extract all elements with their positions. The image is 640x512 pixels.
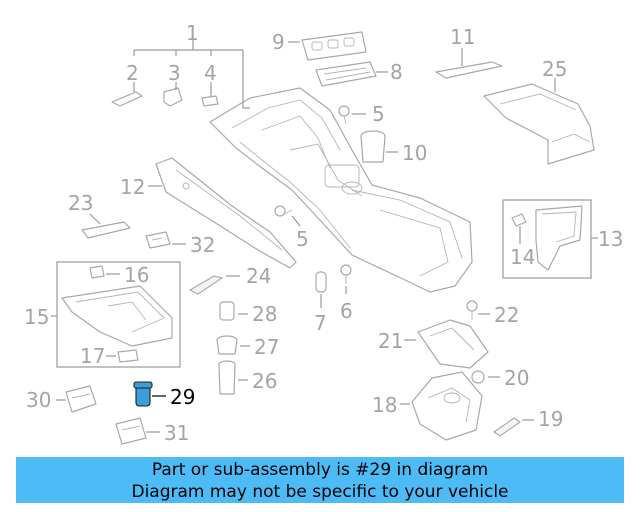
part-10-cup-holder-insert (360, 130, 398, 163)
part-27-socket (216, 335, 250, 355)
part-8-switch-panel (315, 61, 388, 87)
part-30-switch (56, 385, 97, 413)
part-25-armrest-lid (483, 78, 595, 165)
callout-32: 32 (190, 233, 215, 257)
part-31-switch (115, 417, 160, 445)
callout-12: 12 (120, 175, 145, 199)
callout-21: 21 (378, 329, 403, 353)
callout-17: 17 (80, 344, 105, 368)
callout-28: 28 (252, 302, 277, 326)
part-29-highlighted[interactable] (133, 381, 166, 407)
part-32-switch (145, 231, 186, 249)
callout-3: 3 (168, 61, 181, 85)
callout-20: 20 (504, 366, 529, 390)
callout-2: 2 (126, 61, 139, 85)
callout-7: 7 (314, 311, 327, 335)
callout-13: 13 (598, 227, 623, 251)
callout-29[interactable]: 29 (170, 385, 195, 409)
part-24-cable (188, 275, 240, 295)
part-21-bracket (404, 319, 489, 369)
info-banner: Part or sub-assembly is #29 in diagram D… (16, 457, 624, 503)
part-4 (201, 82, 219, 107)
part-15-assembly-box (51, 261, 181, 368)
callout-4: 4 (204, 61, 217, 85)
part-1-center-console (209, 87, 473, 293)
part-13-assembly-box (502, 199, 598, 279)
callout-5-upper: 5 (372, 102, 385, 126)
part-18-shifter (400, 371, 483, 441)
callout-22: 22 (494, 303, 519, 327)
callout-24: 24 (246, 264, 271, 288)
part-3 (163, 82, 183, 107)
part-28-clip (219, 301, 248, 321)
part-19-cable-end (493, 417, 534, 437)
callout-6: 6 (340, 299, 353, 323)
callout-18: 18 (372, 393, 397, 417)
part-9-trim-panel (288, 31, 367, 61)
part-12-side-panel (148, 157, 297, 269)
callout-10: 10 (402, 141, 427, 165)
callout-15: 15 (24, 305, 49, 329)
callout-9: 9 (272, 30, 285, 54)
part-26-insert (218, 360, 248, 395)
callout-25: 25 (542, 57, 567, 81)
callout-16: 16 (124, 263, 149, 287)
callout-8: 8 (390, 60, 403, 84)
part-11-mat (435, 48, 503, 79)
callout-23: 23 (68, 191, 93, 215)
banner-line-part-number: Part or sub-assembly is #29 in diagram (151, 460, 489, 480)
part-5-screw-upper (338, 105, 366, 125)
callout-11: 11 (450, 25, 475, 49)
callout-31: 31 (164, 421, 189, 445)
callout-19: 19 (538, 407, 563, 431)
callout-26: 26 (252, 369, 277, 393)
part-23-pad (81, 213, 131, 239)
callout-30: 30 (26, 388, 51, 412)
banner-line-disclaimer: Diagram may not be specific to your vehi… (131, 482, 509, 502)
part-6-screw (340, 264, 352, 294)
part-7-fastener (315, 271, 327, 308)
callout-5-lower: 5 (296, 227, 309, 251)
part-5-screw-lower (274, 205, 301, 227)
callout-labels: 1 2 3 4 9 8 11 25 5 10 12 23 5 13 14 32 … (24, 21, 623, 445)
part-20-nut (471, 370, 500, 384)
part-22-screw (466, 300, 490, 320)
part-2 (111, 82, 143, 107)
callout-1: 1 (186, 21, 199, 45)
callout-27: 27 (254, 335, 279, 359)
leader-1 (133, 40, 250, 109)
callout-14: 14 (510, 245, 535, 269)
